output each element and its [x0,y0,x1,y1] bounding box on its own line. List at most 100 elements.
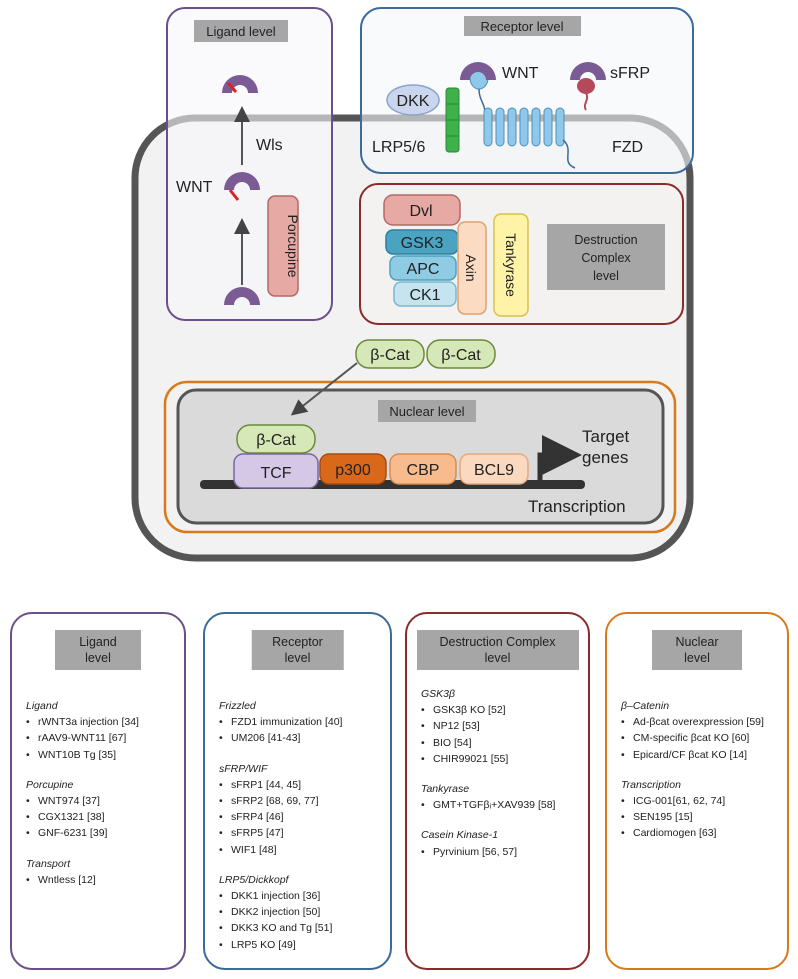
nuclear-panel: Nuclear level β–CateninAd-βcat overexpre… [605,612,789,970]
transcription-label: Transcription [528,497,626,516]
receptor-panel-list: FrizzledFZD1 immunization [40]UM206 [41-… [219,698,382,953]
bcat-label-2: β-Cat [441,347,481,364]
list-item: NP12 [53] [421,718,580,734]
ligand-panel: Ligand level LigandrWNT3a injection [34]… [10,612,186,970]
nuclear-level-label-bg [378,400,476,422]
list-item: WIF1 [48] [219,842,382,858]
section-heading: Transport [26,857,71,870]
destruction-panel-title: Destruction Complex level [416,630,579,670]
list-item: sFRP4 [46] [219,809,382,825]
list-item: SEN195 [15] [621,809,779,825]
axin-label: Axin [463,254,479,281]
section-heading: Porcupine [26,778,74,791]
list-item: rAAV9-WNT11 [67] [26,730,176,746]
tcf-label: TCF [260,465,291,482]
panel-section: PorcupineWNT974 [37]CGX1321 [38]GNF-6231… [26,777,176,842]
destruction-panel: Destruction Complex level GSK3βGSK3β KO … [405,612,590,970]
porcupine-label: Porcupine [285,214,301,277]
ligand-level-label-bg [194,20,288,42]
list-item: UM206 [41-43] [219,730,382,746]
wnt-ligand-icon [224,172,260,201]
bcat-nuclear-label: β-Cat [256,432,296,449]
destruction-panel-title-l1: Destruction Complex [439,635,556,649]
list-item: WNT10B Tg [35] [26,747,176,763]
nuclear-level-label: Nuclear level [389,404,464,419]
section-heading: GSK3β [421,688,456,700]
apc-label: APC [407,261,440,278]
list-item: FZD1 immunization [40] [219,714,382,730]
list-item: CGX1321 [38] [26,809,176,825]
list-item: GNF-6231 [39] [26,825,176,841]
nuclear-outer-box [163,380,677,534]
panel-section: FrizzledFZD1 immunization [40]UM206 [41-… [219,698,382,747]
cbp-box [389,453,457,485]
wnt-left-label: WNT [176,179,213,196]
receptor-level-box [360,7,694,174]
receptor-panel-title: Receptor level [251,630,344,670]
section-heading: Frizzled [219,700,256,712]
destruction-panel-list: GSK3βGSK3β KO [52]NP12 [53]BIO [54]CHIR9… [421,686,580,860]
panel-section: TranscriptionICG-001[61, 62, 74]SEN195 [… [621,777,779,842]
porcupine-box [267,195,299,297]
list-item: DKK2 injection [50] [219,904,382,920]
bcat-label-1: β-Cat [370,347,410,364]
list-item: DKK3 KO and Tg [51] [219,920,382,936]
ligand-panel-list: LigandrWNT3a injection [34]rAAV9-WNT11 [… [26,698,176,888]
ligand-level-label: Ligand level [206,24,275,39]
dkk-ellipse [386,84,440,116]
bcat-box-1 [355,339,425,369]
dkk-label: DKK [397,93,430,110]
list-item: Ad-βcat overexpression [59] [621,714,779,730]
ligand-level-box [166,7,333,321]
list-item: GSK3β KO [52] [421,702,580,718]
ck1-box [393,281,457,307]
list-item: Epicard/CF βcat KO [14] [621,747,779,763]
axin-box [457,221,487,315]
section-heading: Casein Kinase-1 [421,829,499,842]
list-item: Wntless [12] [26,872,176,888]
destruction-panel-title-l2: level [484,651,511,665]
wnt-top-label: WNT [502,65,539,82]
section-heading: Transcription [621,778,681,791]
panel-section: TankyraseGMT+TGFβᵢ+XAV939 [58] [421,781,580,814]
destruction-label-bg [547,224,665,290]
p300-box [319,453,387,485]
ck1-label: CK1 [409,287,440,304]
wnt-ligand-icon [224,287,260,305]
apc-box [389,255,457,281]
lrp-label: LRP5/6 [372,139,425,156]
bcat-box-2 [426,339,496,369]
tankyrase-box [493,213,529,317]
receptor-level-label-bg [464,16,581,36]
bcl9-label: BCL9 [474,462,514,479]
list-item: sFRP5 [47] [219,825,382,841]
nuclear-panel-list: β–CateninAd-βcat overexpression [59]CM-s… [621,698,779,842]
dvl-label: Dvl [409,203,432,220]
section-heading: LRP5/Dickkopf [219,873,289,886]
panel-section: LigandrWNT3a injection [34]rAAV9-WNT11 [… [26,698,176,763]
wnt-bound-icon [460,62,496,80]
ligand-panel-title: Ligand level [55,630,141,670]
list-item: LRP5 KO [49] [219,937,382,953]
section-heading: Ligand [26,700,58,712]
nuclear-panel-title: Nuclear level [652,630,742,670]
list-item: CHIR99021 [55] [421,751,580,767]
fzd-label: FZD [612,139,643,156]
list-item: WNT974 [37] [26,793,176,809]
panel-section: GSK3βGSK3β KO [52]NP12 [53]BIO [54]CHIR9… [421,686,580,767]
target-genes-label-2: genes [582,448,628,467]
sfrp-label: sFRP [610,65,650,82]
p300-label: p300 [335,462,371,479]
gsk3-label: GSK3 [401,235,444,252]
receptor-panel: Receptor level FrizzledFZD1 immunization… [203,612,392,970]
lrp-receptor [445,87,460,153]
list-item: Pyrvinium [56, 57] [421,844,580,860]
bcat-nuclear-box [236,424,316,454]
list-item: ICG-001[61, 62, 74] [621,793,779,809]
wnt-pathway-diagram: Ligand level Wls WNT Porcupine Receptor … [131,7,694,562]
destruction-label-l3: level [593,269,619,283]
destruction-label-l1: Destruction [574,233,637,247]
list-item: BIO [54] [421,735,580,751]
receptor-level-label: Receptor level [480,19,563,34]
section-heading: sFRP/WIF [219,762,268,775]
